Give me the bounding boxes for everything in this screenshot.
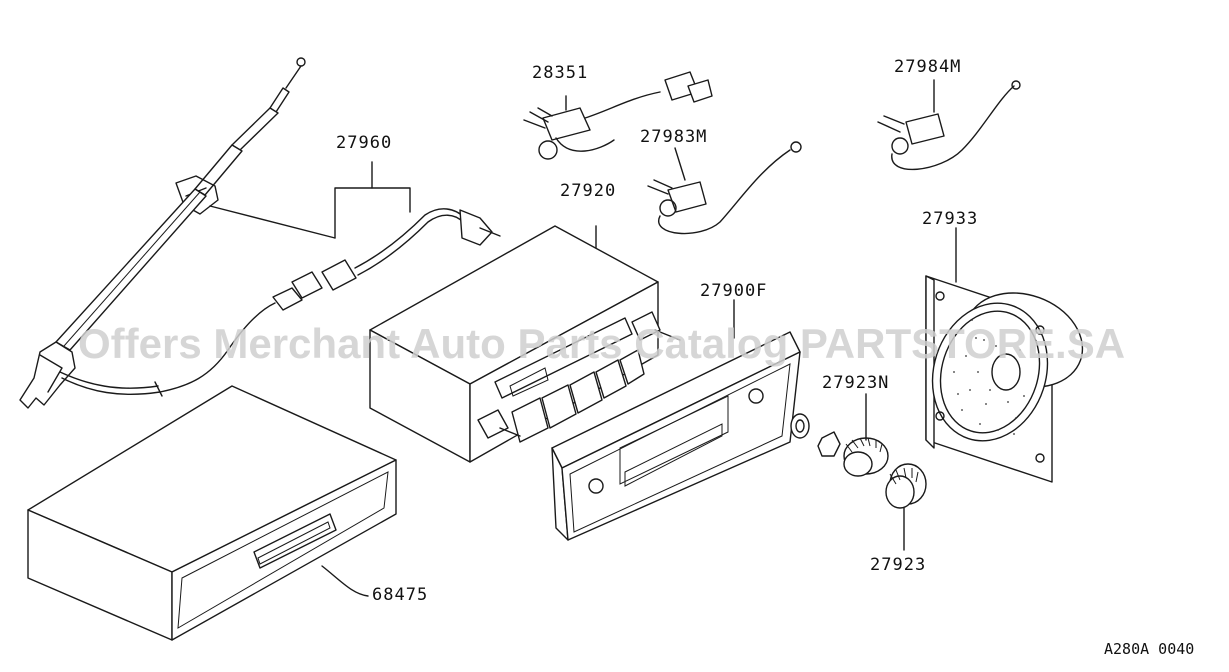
part-label-27933[interactable]: 27933 (922, 209, 978, 229)
part-label-27920[interactable]: 27920 (560, 181, 616, 201)
speaker-drawing (925, 227, 1084, 483)
part-label-68475[interactable]: 68475 (372, 585, 428, 605)
ground-wire-rear-drawing (877, 79, 1021, 171)
radio-unit-drawing (369, 225, 681, 463)
part-label-27923N[interactable]: 27923N (822, 373, 889, 393)
knob-drawing (885, 463, 927, 551)
antenna-drawing (19, 57, 501, 409)
antenna-switch-drawing (523, 71, 713, 160)
drawing-code: A280A 0040 (1104, 640, 1194, 658)
ground-wire-front-drawing (647, 141, 802, 235)
part-label-27983M[interactable]: 27983M (640, 127, 707, 147)
part-label-27960[interactable]: 27960 (336, 133, 392, 153)
part-label-28351[interactable]: 28351 (532, 63, 588, 83)
part-label-27923[interactable]: 27923 (870, 555, 926, 575)
part-label-27900F[interactable]: 27900F (700, 281, 767, 301)
finisher-plate-drawing (551, 299, 801, 541)
pocket-box-drawing (27, 385, 397, 641)
knob-nut-drawing (790, 393, 889, 477)
watermark-text: Offers Merchant Auto Parts Catalog PARTS… (78, 320, 1125, 367)
part-label-27984M[interactable]: 27984M (894, 57, 961, 77)
